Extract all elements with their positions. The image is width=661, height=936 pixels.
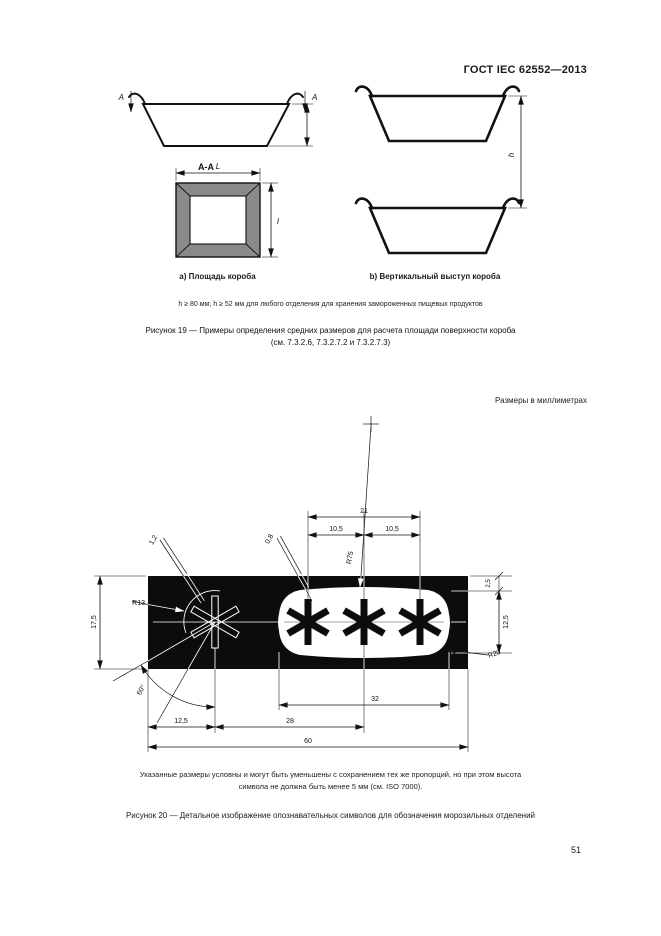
bottom-dims-group: 32 12,5 28 60 [147,696,469,750]
dim-12-5-right-label: 12,5 [503,615,510,629]
basket-vertical-protrusion: h [354,85,527,255]
section-marker-right: A [311,93,317,102]
section-title: А-А [198,162,214,172]
dim-r75-label: R75 [346,551,355,565]
dim-10-5-right-label: 10,5 [385,526,399,533]
figure19-caption-line1: Рисунок 19 — Примеры определения средних… [145,326,516,335]
figure19-caption-line2: (см. 7.3.2.6, 7.3.2.7.2 и 7.3.2.7.3) [270,338,391,347]
dim-r13-label: R13 [132,600,145,607]
dim-10-5-left-label: 10,5 [329,526,343,533]
figure20-note-line2: символа не должна быть менее 5 мм (см. I… [238,781,423,791]
section-marker-left: A [118,93,124,102]
snowflake-star-2 [342,599,386,645]
snowflake-star-1 [286,599,330,645]
dim-12-5-bottom-label: 12,5 [174,718,188,725]
construction-star [147,573,468,670]
units-note: Размеры в миллиметрах [495,396,587,405]
figure19-caption-b: b) Вертикальный выступ короба [369,272,501,281]
figure19-note: h ≥ 80 мм; h ≥ 52 мм для любого отделени… [178,301,483,308]
dim-0-8-group: 0,8 [264,533,302,577]
dim-1-2-label: 1,2 [148,534,159,546]
dim-L-label: L [216,162,220,171]
figure-20-drawing: 21 10,5 10,5 R75 1,2 0,8 R13 [91,416,512,752]
figure-19-drawing: A A А-А L l [118,85,527,258]
dim-1-2-group: 1,2 [148,534,188,577]
figure20-caption: Рисунок 20 — Детальное изображение опозн… [125,811,536,820]
dim-60deg-group: 60° [112,660,216,724]
dim-r75-group: R75 [346,416,379,577]
top-extension-lines [307,511,421,576]
dim-21-label: 21 [360,508,368,515]
document-number: ГОСТ IEC 62552—2013 [463,64,587,76]
basket-cross-section: A A [118,91,317,147]
dim-2-5-label: 2,5 [486,579,492,588]
dim-h-label: h [507,152,516,157]
dim-17-5-group: 17,5 [91,575,146,670]
basket-plan-view: А-А L l [175,162,279,258]
dim-l-label: l [277,217,279,226]
dim-r20-label: R20 [487,649,502,660]
figure20-note-line1: Указанные размеры условны и могут быть у… [139,770,522,779]
dim-60deg-label: 60° [135,683,147,696]
symbol-plate [278,587,450,658]
dim-17-5-label: 17,5 [91,615,98,629]
dim-60-label: 60 [304,738,312,745]
figure19-caption: Рисунок 19 — Примеры определения средних… [0,325,661,349]
dim-0-8-label: 0,8 [264,533,275,545]
dim-28-label: 28 [286,718,294,725]
dim-32-label: 32 [371,696,379,703]
figure20-note: Указанные размеры условны и могут быть у… [0,769,661,792]
dim-21-group: 21 10,5 10,5 [307,508,421,538]
right-dims-group: 12,5 2,5 R20 [446,571,512,660]
page-number: 51 [570,845,581,855]
figure19-caption-a: а) Площадь короба [179,272,256,281]
dim-r13-group: R13 [131,600,149,607]
snowflake-star-3 [398,599,442,645]
